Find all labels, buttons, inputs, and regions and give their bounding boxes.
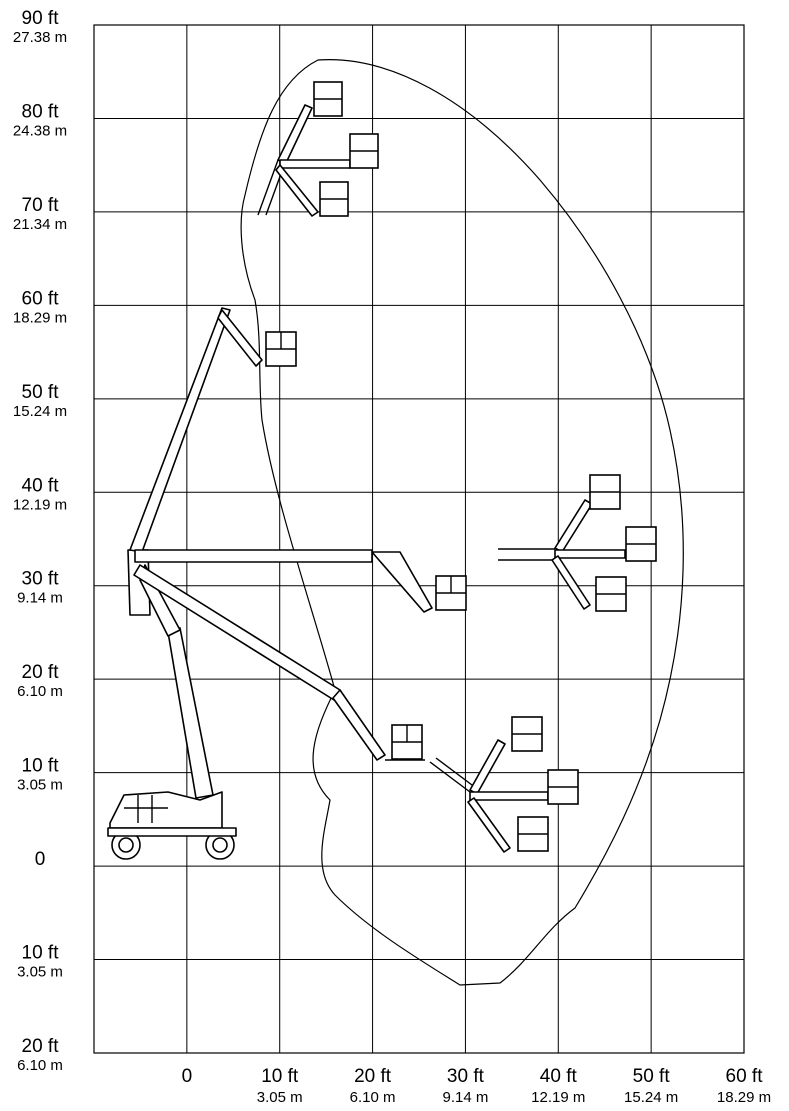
- y-tick-label-m-1: 24.38 m: [13, 122, 67, 139]
- boom-cluster-bottom: [429, 716, 579, 853]
- y-tick-label-ft-6: 30 ft: [22, 569, 60, 590]
- y-tick-label-m-5: 12.19 m: [13, 496, 67, 513]
- y-tick-label-ft-7: 20 ft: [22, 662, 60, 683]
- y-tick-label-m-0: 27.38 m: [13, 29, 67, 46]
- x-tick-label-ft-5: 50 ft: [633, 1066, 671, 1087]
- x-tick-label-ft-4: 40 ft: [540, 1066, 578, 1087]
- y-tick-label-ft-1: 80 ft: [22, 101, 60, 122]
- y-tick-label-ft-11: 20 ft: [22, 1036, 60, 1057]
- boom-position-1: [129, 307, 297, 553]
- x-axis-labels: 0 10 ft 3.05 m 20 ft 6.10 m 30 ft 9.14 m 40 ft 1…: [182, 1066, 772, 1106]
- y-tick-label-m-8: 3.05 m: [17, 777, 63, 794]
- x-tick-label-ft-3: 30 ft: [447, 1066, 485, 1087]
- x-tick-label-ft-2: 20 ft: [354, 1066, 392, 1087]
- y-tick-label-m-4: 15.24 m: [13, 403, 67, 420]
- x-tick-label-m-1: 3.05 m: [257, 1089, 303, 1106]
- x-tick-label-ft-0: 0: [182, 1066, 193, 1087]
- y-tick-label-m-2: 21.34 m: [13, 216, 67, 233]
- plot-frame: [93, 24, 745, 1054]
- x-tick-label-m-4: 12.19 m: [531, 1089, 585, 1106]
- boom-position-3: [133, 564, 425, 761]
- y-tick-label-ft-3: 60 ft: [22, 288, 60, 309]
- y-tick-label-m-11: 6.10 m: [17, 1057, 63, 1074]
- x-tick-label-m-2: 6.10 m: [350, 1089, 396, 1106]
- x-tick-label-m-6: 18.29 m: [717, 1089, 771, 1106]
- y-tick-label-ft-9: 0: [35, 849, 46, 870]
- boom-position-2: [134, 549, 467, 613]
- boom-cluster-right: [498, 474, 657, 612]
- reach-envelope: [240, 59, 684, 986]
- chassis: [109, 791, 223, 829]
- y-tick-label-ft-2: 70 ft: [22, 195, 60, 216]
- boom-cluster-top: [257, 81, 379, 217]
- y-tick-label-m-6: 9.14 m: [17, 590, 63, 607]
- y-tick-label-ft-8: 10 ft: [22, 756, 60, 777]
- x-tick-label-m-3: 9.14 m: [442, 1089, 488, 1106]
- y-tick-label-ft-4: 50 ft: [22, 382, 60, 403]
- y-tick-label-ft-10: 10 ft: [22, 943, 60, 964]
- x-tick-label-ft-1: 10 ft: [261, 1066, 299, 1087]
- y-tick-label-m-7: 6.10 m: [17, 683, 63, 700]
- y-tick-label-ft-5: 40 ft: [22, 475, 60, 496]
- y-tick-label-m-3: 18.29 m: [13, 309, 67, 326]
- x-tick-label-m-5: 15.24 m: [624, 1089, 678, 1106]
- y-tick-label-ft-0: 90 ft: [22, 8, 60, 29]
- y-tick-label-m-10: 3.05 m: [17, 964, 63, 981]
- x-tick-label-ft-6: 60 ft: [726, 1066, 764, 1087]
